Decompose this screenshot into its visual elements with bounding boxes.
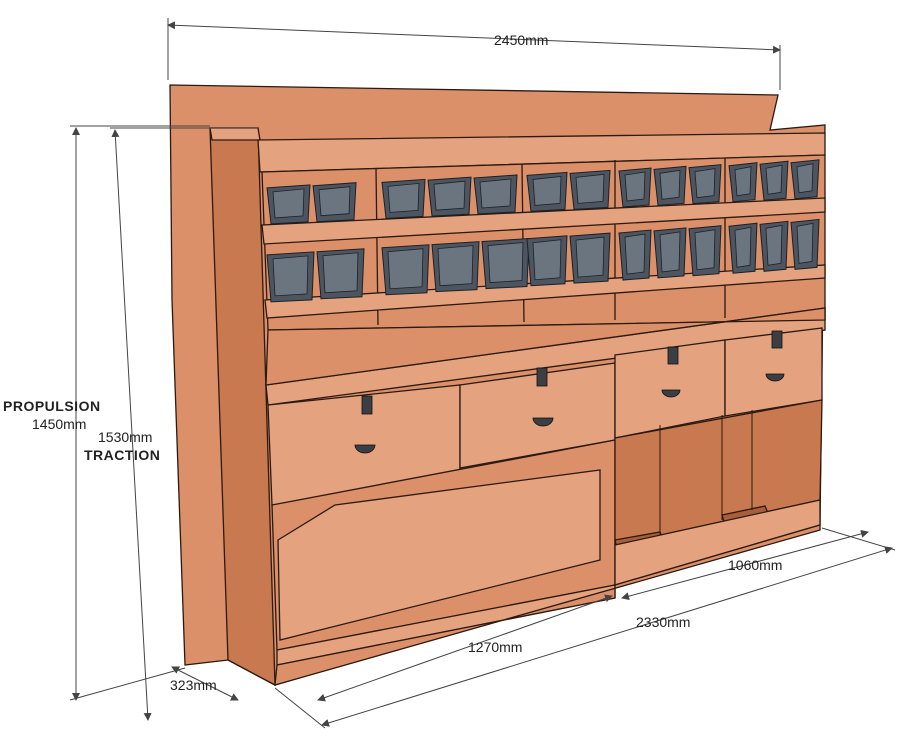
storage-bin-front (479, 178, 512, 209)
storage-bin-front (796, 163, 814, 194)
storage-bin-front (624, 171, 646, 202)
overall-width-label: 2450mm (494, 32, 548, 48)
dimension-lines (69, 18, 896, 729)
traction-label: TRACTION (84, 447, 160, 463)
storage-bin-front (322, 252, 359, 294)
handle-icon (532, 417, 554, 427)
storage-bin-front (272, 255, 309, 297)
drawer-handles (354, 330, 785, 454)
storage-bin-front (387, 248, 424, 290)
storage-bin-front (624, 233, 646, 275)
right-section-width-label: 1060mm (728, 557, 782, 573)
storage-bins (266, 159, 820, 303)
left-side-panel-edge (209, 127, 261, 141)
bin-shelf-rail-1 (261, 197, 826, 245)
storage-bin-front (694, 168, 716, 199)
latch-icon (361, 395, 373, 415)
storage-bin-front (575, 173, 605, 204)
storage-bin-front (437, 245, 474, 287)
latch-icon (536, 367, 548, 387)
traction-height-label: 1530mm (98, 429, 152, 445)
storage-bin-front (765, 224, 783, 266)
storage-bin-front (532, 239, 562, 281)
storage-bin-front (734, 166, 752, 197)
left-section-width-label: 1270mm (468, 639, 522, 655)
lower-compartments (265, 307, 826, 386)
base-width-label: 2330mm (636, 614, 690, 630)
storage-bin-front (659, 169, 681, 200)
handle-icon (661, 389, 681, 398)
latch-icon (667, 346, 679, 365)
handle-icon (765, 373, 785, 382)
storage-bin-front (487, 242, 524, 283)
storage-bin-front (272, 188, 305, 219)
storage-bin-front (765, 164, 783, 195)
storage-bin-front (694, 229, 716, 271)
latch-icon (771, 330, 783, 349)
storage-bin-front (532, 175, 562, 206)
storage-bin-front (734, 226, 752, 268)
storage-bin-front (318, 186, 351, 217)
storage-bin-front (575, 236, 605, 278)
propulsion-label: PROPULSION (3, 398, 101, 414)
storage-bin-front (796, 222, 814, 264)
depth-label: 323mm (170, 677, 217, 693)
handle-icon (354, 444, 376, 454)
storage-bin-front (659, 231, 681, 273)
storage-bin-front (387, 182, 420, 213)
storage-bin-front (433, 180, 466, 211)
propulsion-height-label: 1450mm (32, 416, 86, 432)
